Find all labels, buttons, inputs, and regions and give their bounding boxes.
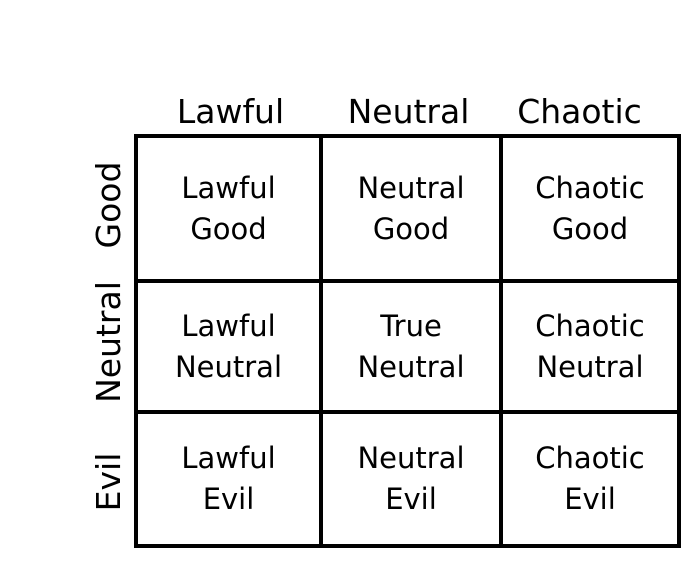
cell-line-1: Neutral [357,170,465,205]
cell-line-2: Evil [202,482,255,516]
cell-chaotic-evil: Chaotic Evil [499,410,677,544]
cell-line-1: Lawful [181,170,276,205]
cell-line-2: Neutral [357,349,465,384]
cell-line-1: Lawful [181,441,276,475]
row-header-neutral: Neutral [89,281,128,403]
alignment-grid: Lawful Good Neutral Good Chaotic Good La… [134,134,681,548]
cell-line-2: Neutral [174,349,283,384]
column-header-lawful: Lawful [176,92,285,131]
cell-line-2: Good [372,211,450,246]
cell-neutral-good: Neutral Good [319,138,499,279]
cell-true-neutral: True Neutral [319,279,499,410]
column-header-neutral: Neutral [347,92,470,131]
cell-lawful-good: Lawful Good [138,138,319,279]
cell-line-2: Good [190,211,267,246]
cell-line-2: Evil [564,482,616,516]
cell-lawful-evil: Lawful Evil [138,410,319,544]
cell-chaotic-neutral: Chaotic Neutral [499,279,677,410]
row-header-good: Good [89,161,128,249]
cell-line-1: Chaotic [535,308,645,343]
cell-line-1: Chaotic [535,441,645,475]
cell-neutral-evil: Neutral Evil [319,410,499,544]
cell-line-2: Evil [385,482,437,516]
cell-line-1: Chaotic [535,170,645,205]
cell-line-1: Neutral [357,441,465,475]
column-header-chaotic: Chaotic [517,92,642,131]
cell-chaotic-good: Chaotic Good [499,138,677,279]
cell-line-2: Neutral [536,349,644,384]
cell-line-2: Good [551,211,629,246]
cell-lawful-neutral: Lawful Neutral [138,279,319,410]
cell-line-1: True [380,308,442,343]
row-header-evil: Evil [89,452,128,512]
cell-line-1: Lawful [181,308,276,343]
